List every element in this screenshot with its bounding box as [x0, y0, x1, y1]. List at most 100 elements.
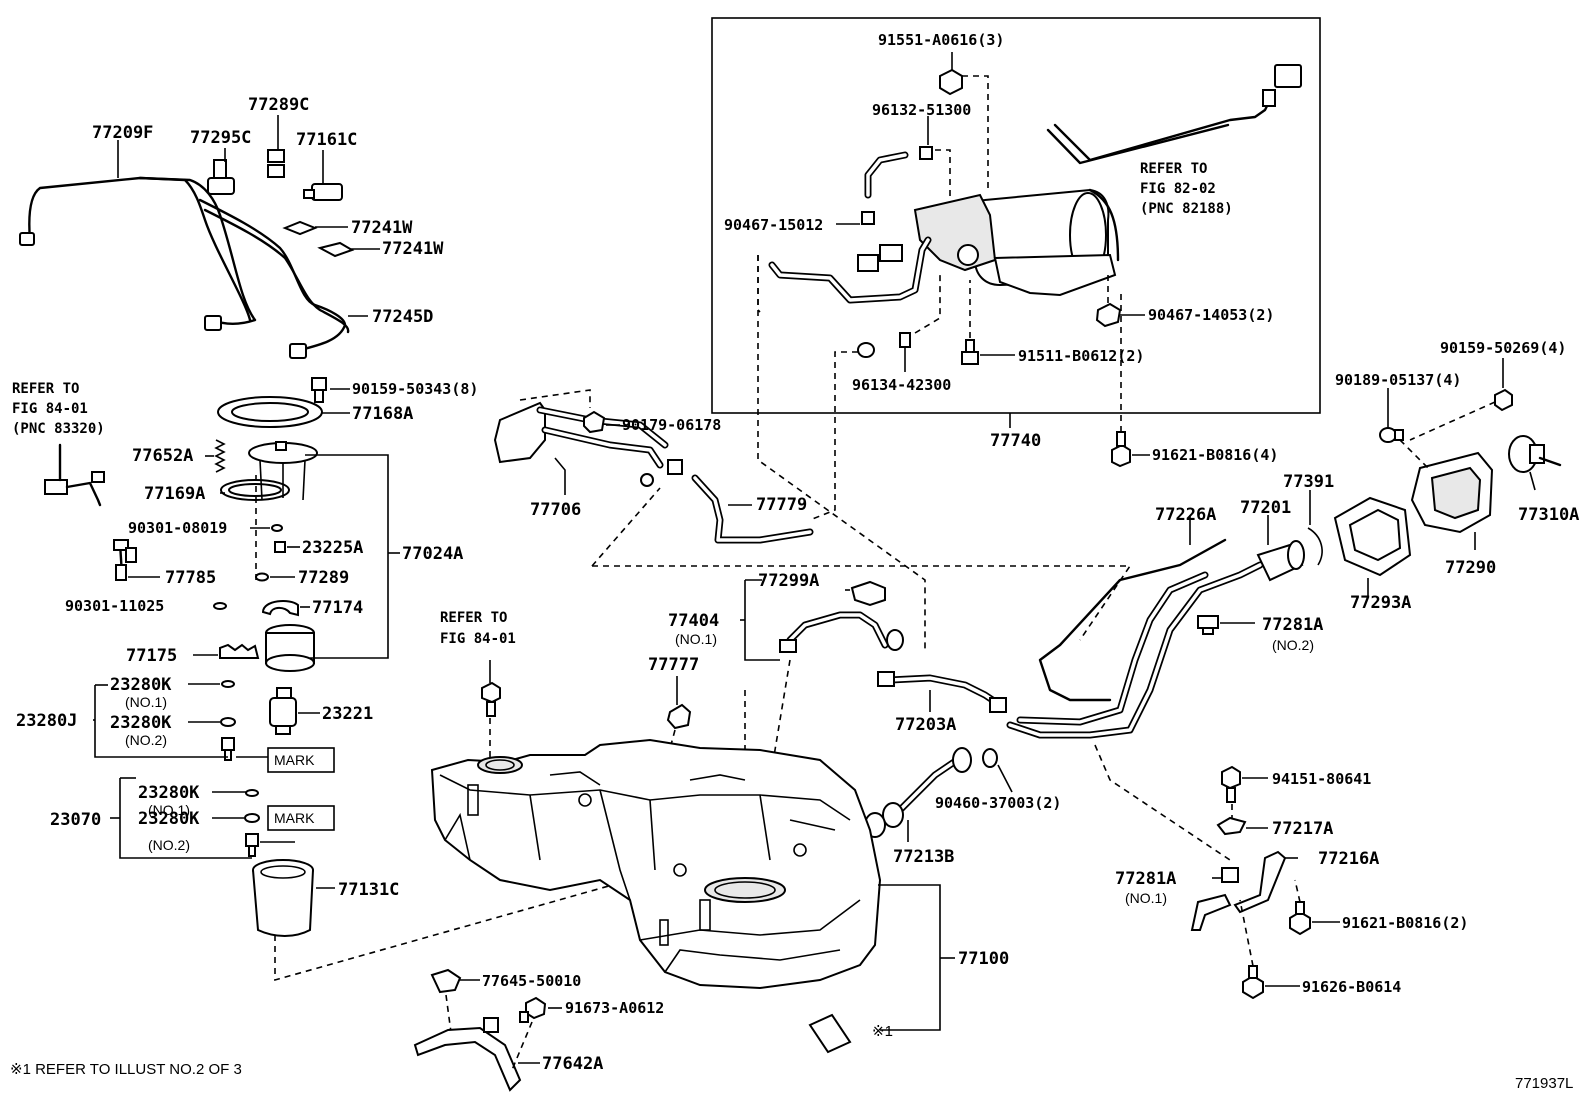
o-ring-77289: [255, 572, 269, 582]
label-77777: 77777: [648, 655, 699, 675]
canister-77740: [913, 188, 1117, 297]
label-23280K-no2-b: 23280K: [138, 809, 200, 829]
hose-77203A: [877, 671, 1007, 713]
label-77289C: 77289C: [248, 95, 309, 115]
label-23070: 23070: [50, 810, 101, 830]
connector-77295C: [207, 159, 235, 195]
hose-77213B: [864, 747, 972, 838]
label-91673-A0612: 91673-A0612: [565, 999, 664, 1017]
label-23221: 23221: [322, 704, 373, 724]
connector-77161C: [303, 183, 343, 201]
label-77226A: 77226A: [1155, 505, 1216, 525]
bolt-91626-B0614: [1242, 965, 1264, 1000]
clip-77281A-no1: [1190, 867, 1239, 931]
label-90179-06178: 90179-06178: [622, 416, 721, 434]
label-77203A: 77203A: [895, 715, 956, 735]
sublabel-no2-77281A: (NO.2): [1272, 637, 1314, 653]
label-90159-50343: 90159-50343(8): [352, 380, 478, 398]
label-77310A: 77310A: [1518, 505, 1579, 525]
filter-23280J: [221, 737, 235, 761]
label-91621-B0816-2: 91621-B0816(2): [1342, 914, 1468, 932]
mark-box-a: [267, 747, 335, 773]
gasket-77169A: [220, 479, 290, 501]
grommet: [857, 342, 875, 358]
jet-pump-cup-77131C: [252, 859, 314, 937]
bolt-91511-B0612: [961, 339, 979, 365]
bolt-91673-A0612: [519, 996, 547, 1023]
label-77169A: 77169A: [144, 484, 205, 504]
clip-90467-14053: [1095, 302, 1122, 328]
fuel-pump-23221: [269, 687, 297, 735]
clamp-90460-37003: [982, 748, 998, 768]
sublabel-no2-a: (NO.2): [125, 732, 167, 748]
sender-77785: [113, 539, 137, 581]
label-77652A: 77652A: [132, 446, 193, 466]
ref-84-01-line2: FIG 84-01: [12, 401, 88, 417]
label-77161C: 77161C: [296, 130, 357, 150]
clip-77777: [666, 703, 692, 730]
ref-84-01-line3: (PNC 83320): [12, 421, 105, 437]
bolt-ref-84-01: [481, 681, 501, 717]
label-77281A-no2: 77281A: [1262, 615, 1323, 635]
sublabel-no1-77281A: (NO.1): [1125, 890, 1167, 906]
bolt-91551-A0616: [939, 68, 963, 96]
label-77299A: 77299A: [758, 571, 819, 591]
retainer-ring-77168A: [217, 396, 323, 428]
tube-77779: [691, 474, 814, 544]
label-77100: 77100: [958, 949, 1009, 969]
ref-82-02-line3: (PNC 82188): [1140, 201, 1233, 217]
sublabel-no1-a: (NO.1): [125, 694, 167, 710]
label-77201: 77201: [1240, 498, 1291, 518]
sublabel-no1-b: (NO.1): [148, 802, 190, 818]
clip-77645-50010: [430, 968, 462, 994]
label-77289: 77289: [298, 568, 349, 588]
filler-pipe-77201: [1006, 540, 1305, 739]
label-77174: 77174: [312, 598, 363, 618]
canister-group-box: [711, 17, 1321, 414]
washer-23280K-no2-a: [220, 717, 236, 727]
diagram-id: 771937L: [1515, 1075, 1573, 1092]
label-77779: 77779: [756, 495, 807, 515]
filter-23070: [245, 833, 259, 857]
label-77706: 77706: [530, 500, 581, 520]
label-91621-B0816-4: 91621-B0816(4): [1152, 446, 1278, 464]
ref-mark-1: ※1: [872, 1023, 893, 1040]
vent-valve-77706: [493, 401, 683, 487]
gasket-77391: [1307, 527, 1323, 566]
label-77391: 77391: [1283, 472, 1334, 492]
bolt-90159-50269: [1494, 388, 1513, 412]
clip-77281A-no2: [1197, 615, 1219, 635]
bolt-90159-50343: [311, 377, 327, 403]
lid-77290: [1410, 451, 1494, 534]
label-23280K-no2-a: 23280K: [110, 713, 172, 733]
label-77209F: 77209F: [92, 123, 153, 143]
regulator-77175: [219, 643, 260, 659]
pump-housing: [265, 624, 315, 672]
bolt-91621-B0816-4: [1111, 431, 1131, 468]
label-91551-A0616: 91551-A0616(3): [878, 31, 1004, 49]
footnote: ※1 REFER TO ILLUST NO.2 OF 3: [10, 1061, 242, 1078]
sublabel-no1-77404: (NO.1): [675, 631, 717, 647]
label-77131C: 77131C: [338, 880, 399, 900]
pump-cover-plate: [248, 441, 318, 501]
clip-90179-06178: [583, 410, 606, 434]
mark-b: MARK: [274, 810, 315, 826]
label-77642A: 77642A: [542, 1054, 603, 1074]
label-77740: 77740: [990, 431, 1041, 451]
washer-23280K-no2-b: [244, 813, 260, 823]
clip-77241W-lower: [317, 241, 355, 258]
cap-77310A: [1508, 435, 1562, 473]
screw-90189-05137: [1379, 427, 1404, 443]
clamp-96132-51300: [919, 146, 933, 160]
ref-82-02-line1: REFER TO: [1140, 161, 1207, 177]
label-90460-37003: 90460-37003(2): [935, 794, 1061, 812]
vent-connector: [1274, 64, 1302, 88]
label-77175: 77175: [126, 646, 177, 666]
label-77216A: 77216A: [1318, 849, 1379, 869]
label-91626-B0614: 91626-B0614: [1302, 978, 1401, 996]
label-90189-05137: 90189-05137(4): [1335, 371, 1461, 389]
label-plate: [808, 1013, 852, 1054]
connector-77289C: [267, 149, 285, 178]
label-96132-51300: 96132-51300: [872, 101, 971, 119]
